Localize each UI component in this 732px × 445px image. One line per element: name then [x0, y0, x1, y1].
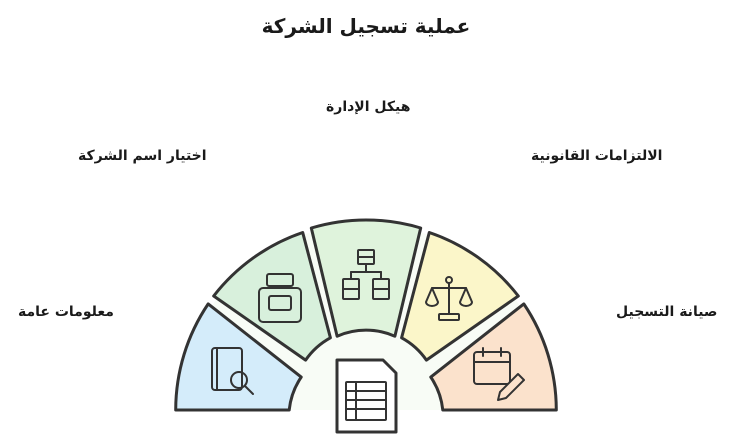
- label-management-structure: هيكل الإدارة: [326, 99, 411, 115]
- label-registration-maintenance: صيانة التسجيل: [616, 304, 718, 320]
- segment-general-info-shape: [174, 302, 303, 412]
- spreadsheet-document-icon: [345, 381, 387, 421]
- diagram-title: عملية تسجيل الشركة: [261, 14, 471, 38]
- label-legal-obligations: الالتزامات القانونية: [531, 148, 663, 164]
- center-document: [335, 358, 398, 434]
- label-company-name: اختيار اسم الشركة: [78, 148, 207, 164]
- segment-registration-maintenance: [429, 302, 558, 412]
- ink-bottle-icon: [258, 273, 302, 323]
- segment-general-info: [174, 302, 303, 412]
- org-chart-icon: [342, 249, 390, 300]
- label-general-info: معلومات عامة: [18, 304, 114, 320]
- book-search-icon: [211, 347, 254, 395]
- segment-company-name: [212, 231, 332, 362]
- calendar-edit-icon: [473, 347, 525, 401]
- segment-legal-obligations: [400, 231, 520, 362]
- scales-icon: [425, 276, 473, 321]
- segment-registration-maintenance-shape: [429, 302, 558, 412]
- segment-management-structure-shape: [309, 218, 423, 338]
- segment-management-structure: [309, 218, 423, 338]
- segment-legal-obligations-shape: [400, 231, 520, 362]
